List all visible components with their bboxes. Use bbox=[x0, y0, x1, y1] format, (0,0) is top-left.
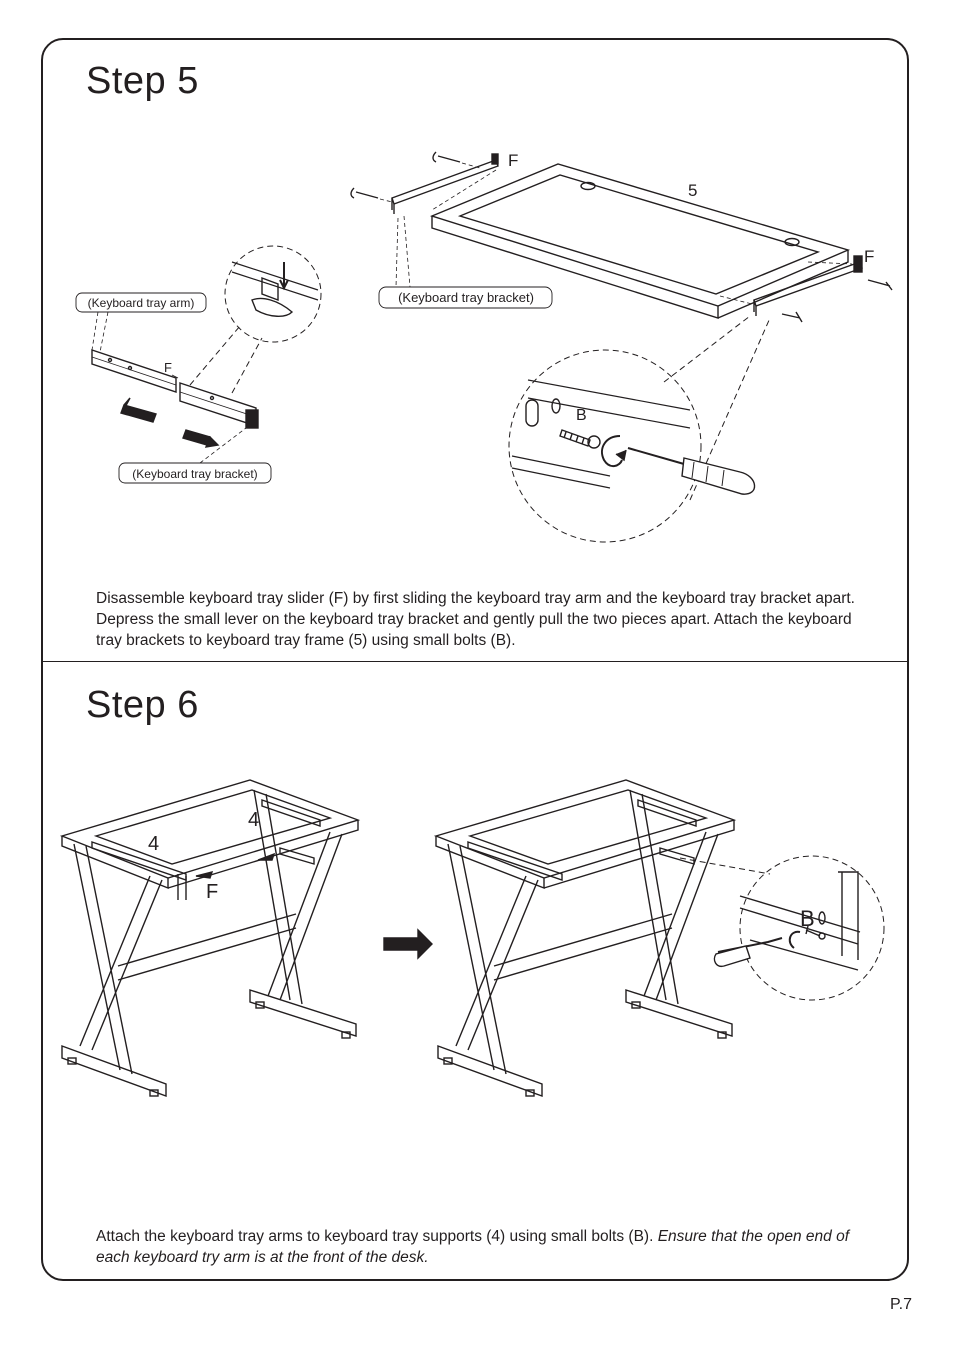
label-support-4-left: 4 bbox=[148, 833, 159, 855]
step-6-instruction-plain: Attach the keyboard tray arms to keyboar… bbox=[96, 1228, 658, 1245]
page-border bbox=[41, 38, 909, 1281]
step-6-instruction: Attach the keyboard tray arms to keyboar… bbox=[96, 1226, 876, 1268]
label-slider-f-right: F bbox=[864, 247, 874, 266]
label-bolt-b-step5: B bbox=[576, 407, 587, 424]
step-6-instruction-italic: Ensure that the open end of each keyboar… bbox=[96, 1228, 850, 1266]
page-number: P.7 bbox=[890, 1296, 912, 1313]
desk-with-supports-diagram bbox=[59, 779, 361, 1098]
label-support-4-right: 4 bbox=[248, 809, 259, 831]
step-5-title: Step 5 bbox=[86, 60, 199, 102]
step-5-instruction: Disassemble keyboard tray slider (F) by … bbox=[96, 590, 855, 649]
step-divider bbox=[43, 661, 909, 662]
desk-attached-arms-diagram bbox=[433, 779, 885, 1098]
label-bolt-b-step6: B bbox=[800, 906, 815, 931]
keyboard-tray-frame-diagram bbox=[350, 151, 893, 543]
label-frame-5: 5 bbox=[688, 181, 697, 200]
label-slider-f-left: F bbox=[164, 360, 172, 375]
label-keyboard-tray-bracket-left: (Keyboard tray bracket) bbox=[132, 467, 257, 481]
step-6-title: Step 6 bbox=[86, 684, 199, 726]
arrow-right-icon bbox=[383, 928, 433, 960]
label-keyboard-tray-arm: (Keyboard tray arm) bbox=[88, 296, 195, 310]
label-slider-f-step6: F bbox=[206, 881, 218, 903]
label-keyboard-tray-bracket-top: (Keyboard tray bracket) bbox=[398, 290, 534, 305]
label-slider-f-top: F bbox=[508, 151, 518, 170]
slider-disassembly-diagram bbox=[75, 245, 322, 484]
